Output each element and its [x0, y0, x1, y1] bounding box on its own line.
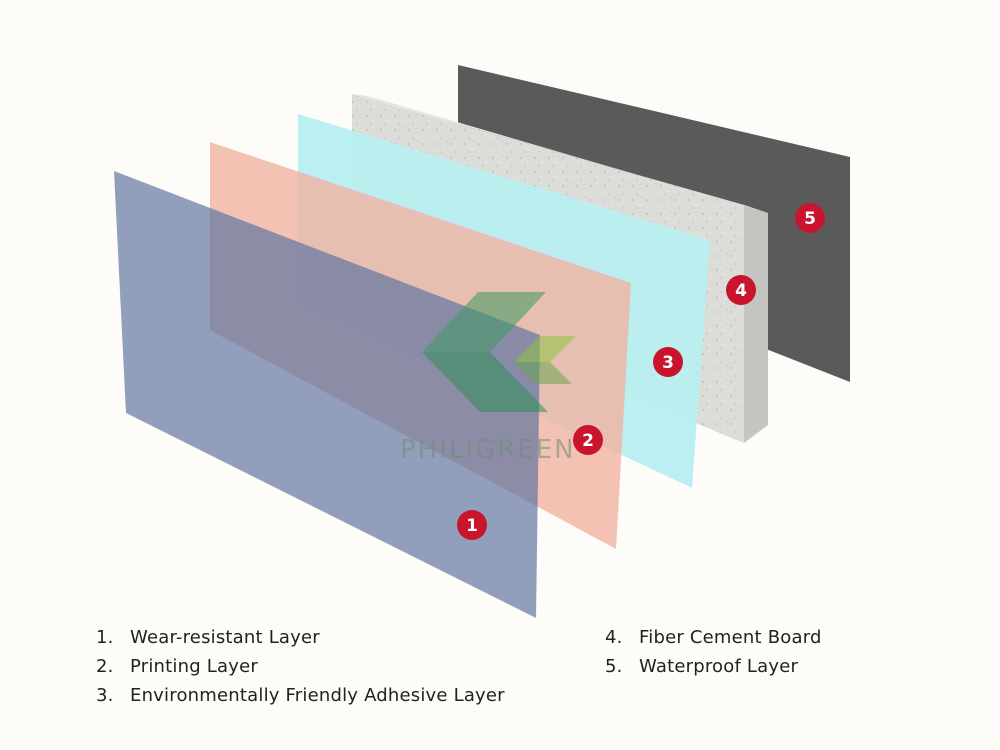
legend-number: 5.	[605, 656, 623, 677]
watermark-chevron-upper	[422, 292, 546, 352]
layer-2-badge-label: 2	[582, 431, 594, 451]
legend-number: 2.	[96, 656, 114, 677]
legend-item-2: 2. Printing Layer	[96, 656, 258, 677]
legend-label: Fiber Cement Board	[639, 627, 822, 648]
legend-label: Environmentally Friendly Adhesive Layer	[130, 685, 505, 706]
layer-1-panel	[114, 171, 540, 618]
legend-number: 4.	[605, 627, 623, 648]
layer-3-badge: 3	[653, 347, 683, 377]
legend-item-1: 1. Wear-resistant Layer	[96, 627, 320, 648]
legend-label: Waterproof Layer	[639, 656, 799, 677]
layer-2-badge: 2	[573, 425, 603, 455]
legend-number: 3.	[96, 685, 114, 706]
watermark-logo: PHILIGREEN	[400, 292, 576, 465]
legend-label: Wear-resistant Layer	[130, 627, 320, 648]
legend-label: Printing Layer	[130, 656, 258, 677]
layer-diagram: PHILIGREEN 1 2 3 4 5	[114, 65, 850, 618]
layer-4-badge-label: 4	[735, 281, 747, 301]
legend-item-4: 4. Fiber Cement Board	[605, 627, 822, 648]
legend-number: 1.	[96, 627, 114, 648]
layer-4-edge	[744, 205, 768, 443]
layer-5-badge: 5	[795, 203, 825, 233]
legend-item-3: 3. Environmentally Friendly Adhesive Laye…	[96, 685, 505, 706]
watermark-chevron-small-lower	[514, 362, 572, 384]
watermark-chevron-lower	[422, 352, 548, 412]
layer-1-badge: 1	[457, 510, 487, 540]
layer-4-badge: 4	[726, 275, 756, 305]
layer-5-badge-label: 5	[804, 209, 816, 229]
watermark-text: PHILIGREEN	[400, 435, 576, 465]
legend-item-5: 5. Waterproof Layer	[605, 656, 798, 677]
layer-1-badge-label: 1	[466, 516, 478, 536]
layer-3-badge-label: 3	[662, 353, 674, 373]
watermark-chevron-small	[514, 336, 576, 362]
